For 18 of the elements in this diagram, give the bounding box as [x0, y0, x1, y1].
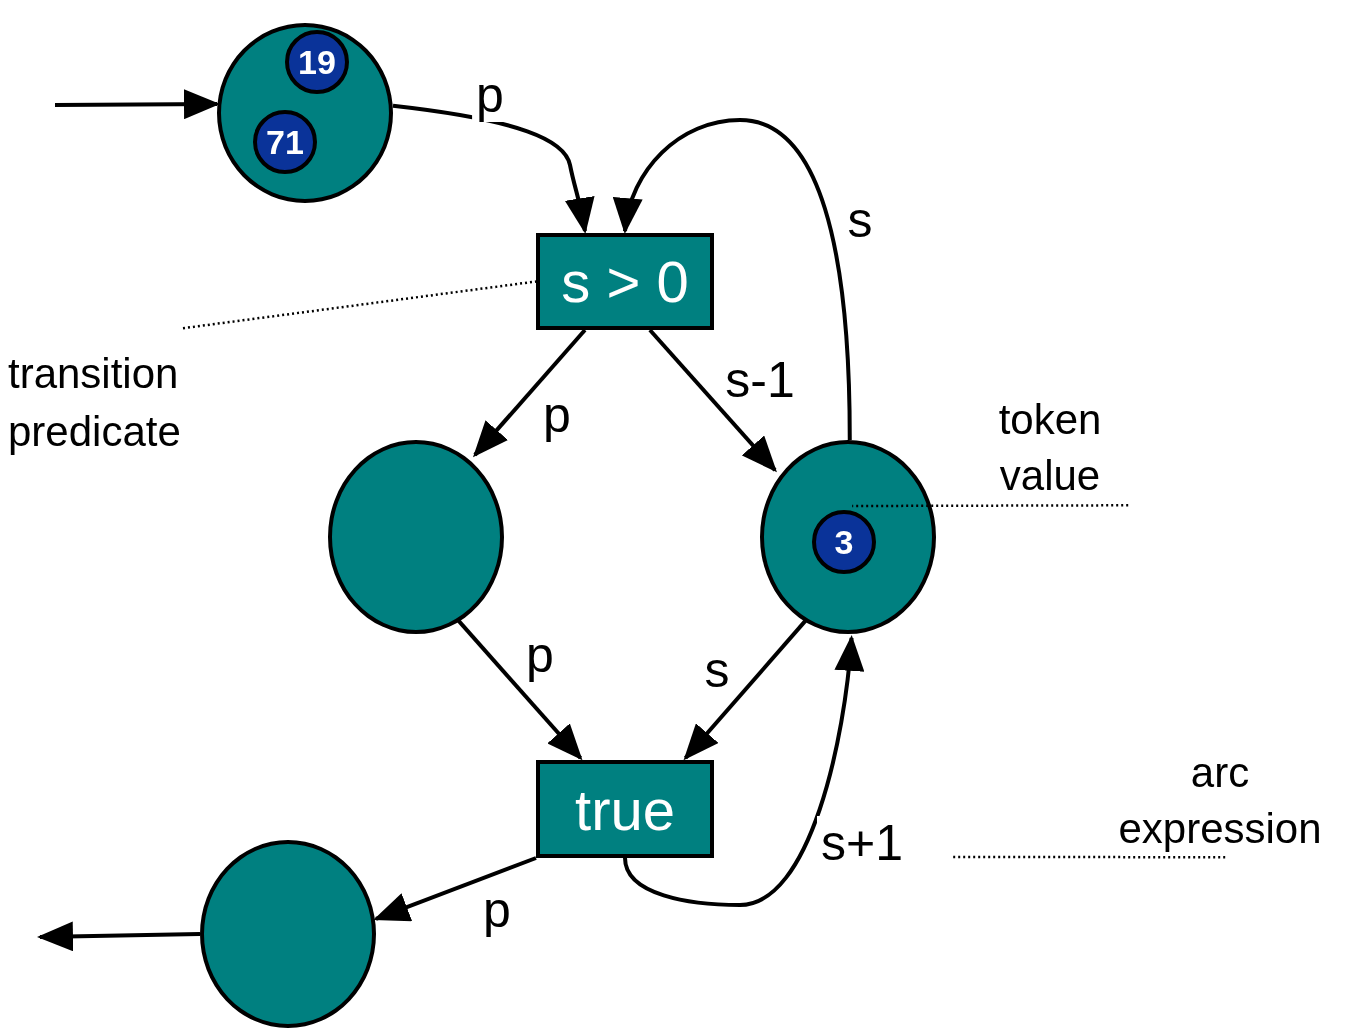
leader-line	[852, 504, 1129, 508]
leader-line	[182, 280, 537, 330]
leader-line	[953, 855, 1226, 859]
arrow	[623, 634, 864, 907]
arrow	[373, 856, 537, 922]
annotation-text: transition predicate	[8, 345, 258, 465]
arrow	[683, 619, 808, 761]
transition-box: true	[536, 760, 714, 858]
transition-box: s > 0	[536, 233, 714, 330]
arrow	[392, 103, 595, 234]
arrow	[456, 619, 583, 761]
arrow	[37, 921, 201, 952]
annotation-text: arc expression	[1090, 745, 1347, 855]
annotation-text: token value	[965, 392, 1135, 502]
arrow	[614, 118, 852, 441]
arrow	[55, 89, 220, 120]
arrow	[648, 328, 777, 473]
arrow	[473, 328, 587, 458]
